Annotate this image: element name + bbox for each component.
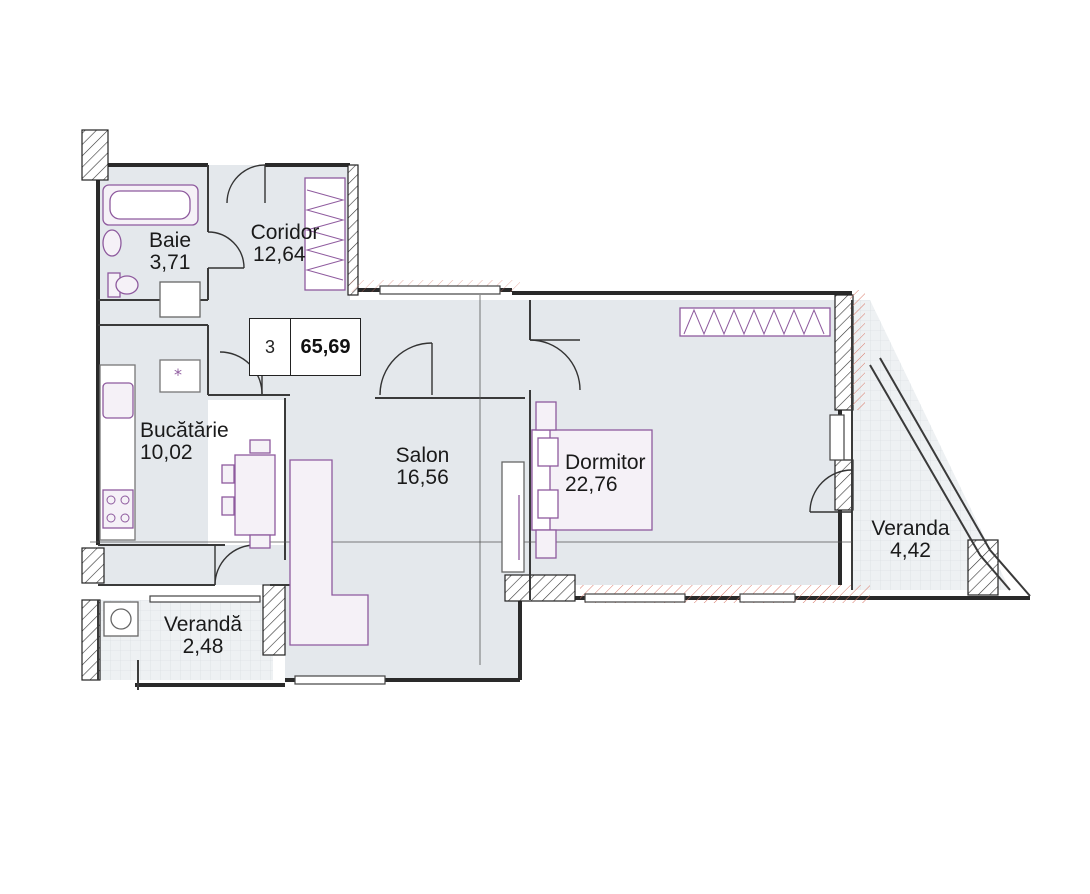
interior-walls — [97, 165, 1031, 690]
total-area: 65,69 — [300, 335, 351, 358]
room-label-baie: Baie 3,71 — [140, 230, 200, 274]
furniture — [99, 177, 831, 646]
room-area: 2,48 — [182, 635, 224, 658]
kitchen-sink — [102, 382, 134, 419]
wardrobe-pattern — [305, 189, 825, 336]
floor-bucatarie-lower — [98, 545, 288, 585]
room-label-veranda-right: Veranda 4,42 — [858, 518, 963, 562]
room-area: 10,02 — [140, 441, 193, 464]
room-name: Baie — [148, 229, 192, 252]
room-name: Dormitor — [565, 451, 646, 474]
room-area: 3,71 — [149, 251, 191, 274]
room-area: 12,64 — [253, 243, 306, 266]
room-area: 16,56 — [396, 466, 449, 489]
room-label-veranda-left: Verandă 2,48 — [148, 614, 258, 658]
room-area: 22,76 — [565, 473, 618, 496]
windows — [149, 285, 845, 685]
room-label-dormitor: Dormitor 22,76 — [565, 452, 685, 496]
room-name: Bucătărie — [140, 419, 229, 442]
stove-burners — [106, 495, 130, 523]
doors — [207, 164, 853, 586]
reference-lines — [90, 295, 852, 665]
rooms-count: 3 — [250, 319, 291, 375]
room-name: Coridor — [250, 221, 320, 244]
apartment-summary-badge: 3 65,69 — [249, 318, 361, 376]
room-label-bucatarie: Bucătărie 10,02 — [140, 420, 260, 464]
room-name: Verandă — [163, 613, 243, 636]
bathroom-sink — [102, 229, 122, 257]
hood-icon: * — [174, 365, 182, 384]
wall-hatches — [81, 129, 999, 681]
dining-table — [234, 454, 276, 536]
room-label-coridor: Coridor 12,64 — [235, 222, 335, 266]
stove — [102, 489, 134, 529]
room-name: Veranda — [871, 517, 950, 540]
tv-cabinet — [501, 461, 525, 573]
sofa — [289, 459, 369, 646]
room-name: Salon — [395, 444, 450, 467]
room-area: 4,42 — [890, 539, 931, 562]
room-label-salon: Salon 16,56 — [370, 445, 475, 489]
toilet-bowl — [115, 275, 139, 295]
